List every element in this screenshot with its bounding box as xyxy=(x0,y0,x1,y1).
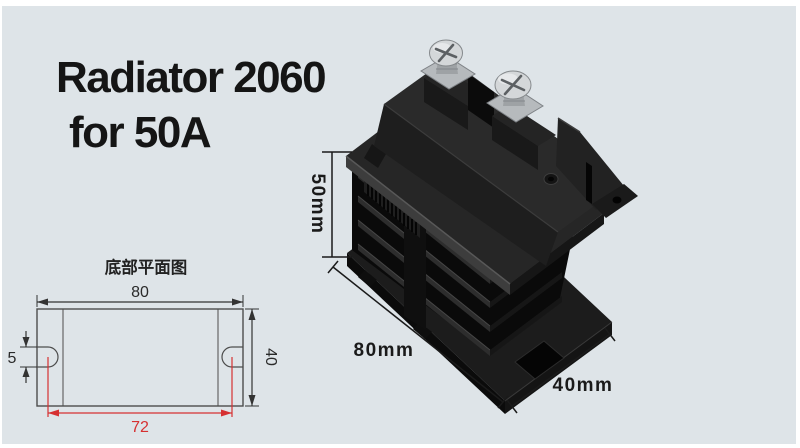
plan-slot-left xyxy=(37,346,59,368)
dimension-length xyxy=(327,260,509,409)
module-mount-flange xyxy=(543,117,638,218)
fin-center-web xyxy=(404,208,426,330)
dimension-length-label: 80mm xyxy=(354,340,415,361)
plan-dim-40: 40 xyxy=(245,308,279,407)
plan-dim-72-label: 72 xyxy=(131,419,149,436)
terminal-tower-right xyxy=(492,116,538,170)
plan-dim-5-label: 5 xyxy=(8,350,17,367)
base-tab-left xyxy=(358,270,377,287)
base-tab-right xyxy=(413,322,432,339)
plan-view-title: 底部平面图 xyxy=(105,257,188,277)
base-din-notch xyxy=(514,340,565,380)
dimension-width xyxy=(506,327,616,414)
terminal-screw-right xyxy=(486,70,544,123)
plan-dim-80: 80 xyxy=(36,284,244,307)
plan-view-drawing: 底部平面图 80 xyxy=(8,257,279,436)
fin-texture xyxy=(364,178,420,238)
plan-slot-right xyxy=(221,346,243,368)
plan-outline xyxy=(36,308,244,407)
page-title: Radiator 2060 for 50A xyxy=(56,50,327,160)
product-photo: 50mm 80mm 40mm xyxy=(307,39,638,414)
dimension-height-label: 50mm xyxy=(307,174,328,235)
dimension-width-label: 40mm xyxy=(553,375,614,396)
plan-dim-72: 72 xyxy=(47,357,233,436)
title-line-2: for 50A xyxy=(69,108,212,157)
plan-dim-5: 5 xyxy=(8,331,37,383)
ssr-power-module xyxy=(364,39,638,266)
terminal-tower-left xyxy=(424,78,468,130)
plan-dim-40-label: 40 xyxy=(262,348,279,366)
title-line-1: Radiator 2060 xyxy=(56,53,327,102)
plan-dim-80-label: 80 xyxy=(131,284,149,301)
terminal-screw-left xyxy=(420,39,476,90)
terminal-divider xyxy=(468,74,494,128)
dimension-height xyxy=(322,151,352,258)
